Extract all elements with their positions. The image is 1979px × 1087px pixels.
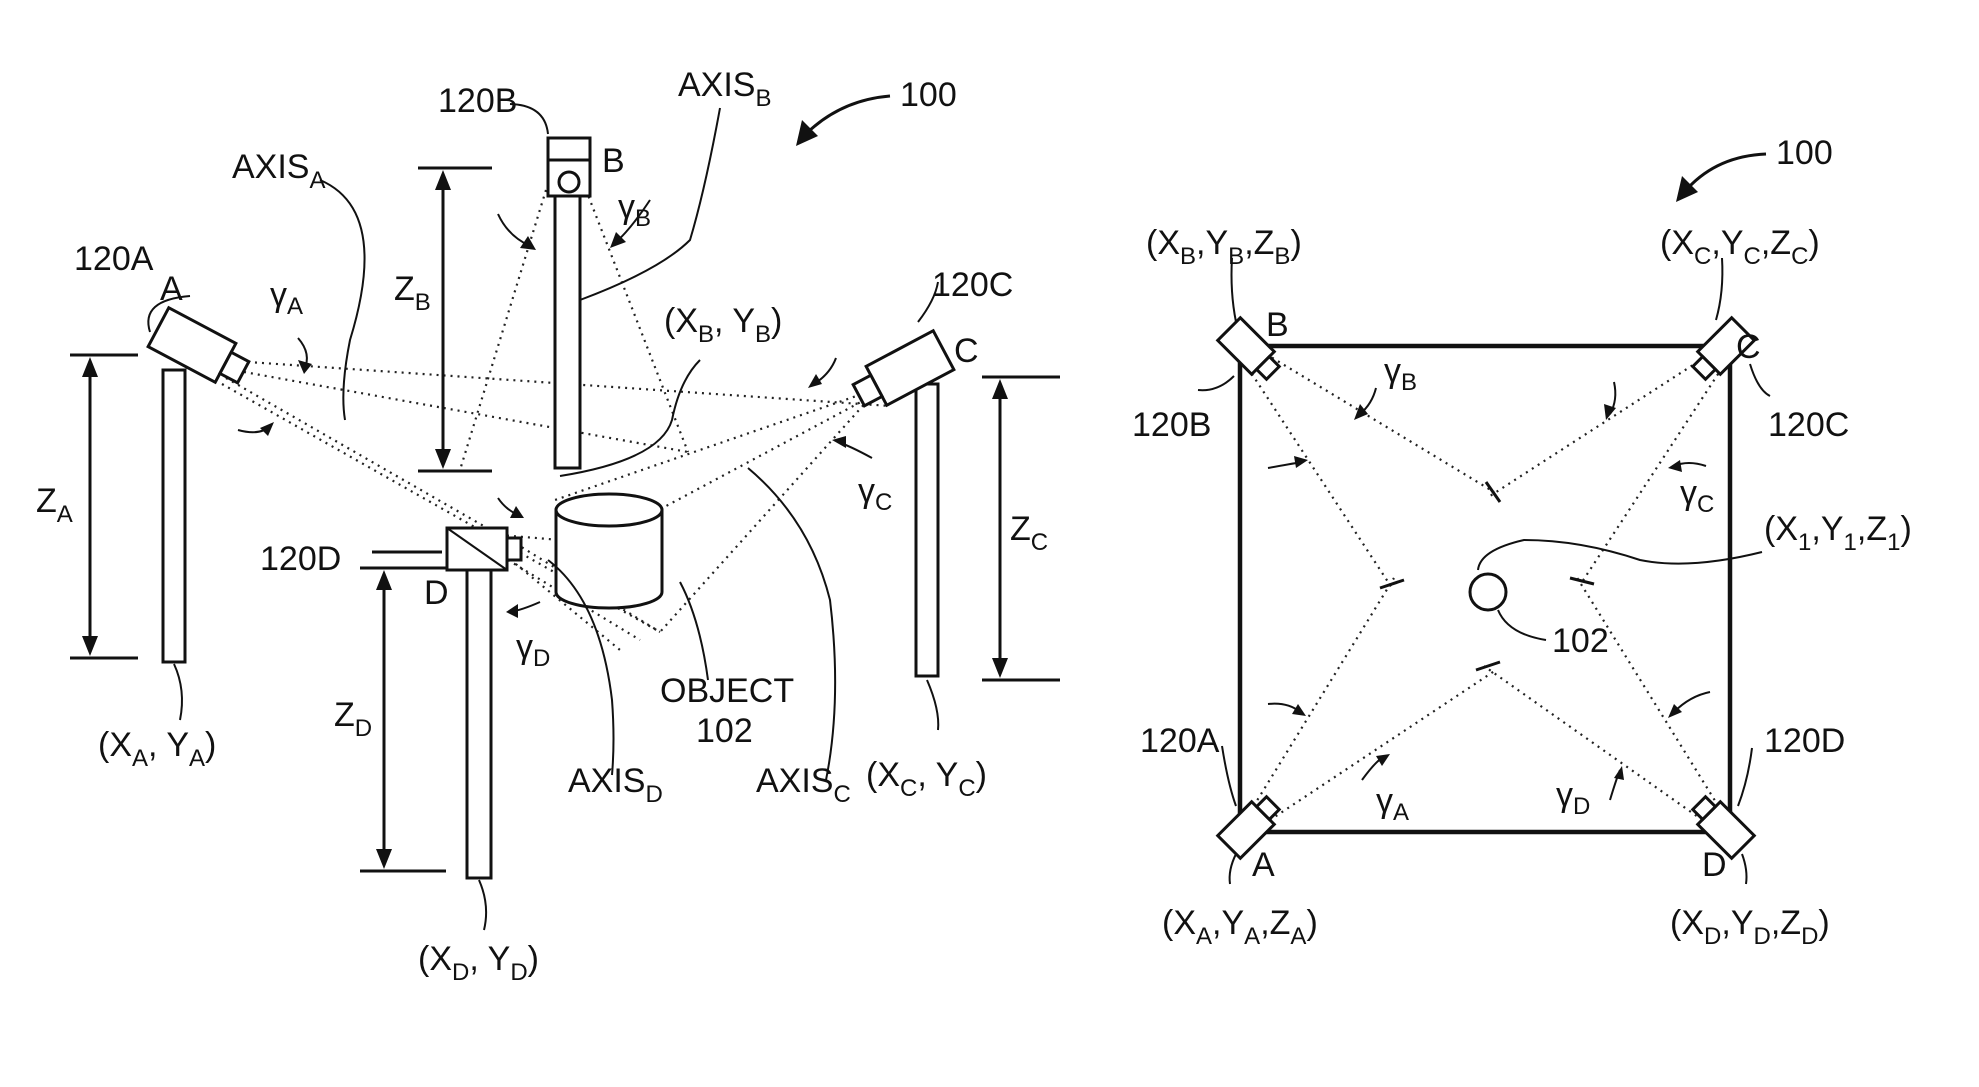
camera-d-pole <box>467 560 491 878</box>
label-x1-y1-z1: (X1,Y1,Z1) <box>1764 510 1912 556</box>
dimension-zb <box>418 168 492 471</box>
label-gamma-a-right: γA <box>1376 782 1409 826</box>
left-perspective-view: 100 <box>36 66 1060 986</box>
label-axis-b: AXISB <box>678 66 772 112</box>
object-102-cylinder <box>556 494 662 608</box>
label-corner-d: D <box>1702 846 1727 884</box>
label-xb-yb: (XB, YB) <box>664 302 782 348</box>
camera-a-pole <box>163 370 185 662</box>
object-102-marker <box>1470 574 1506 610</box>
label-gamma-d-right: γD <box>1556 776 1590 820</box>
left-ref-100-arrowhead <box>796 120 818 146</box>
left-ref-100-arrow <box>808 96 890 132</box>
label-xa-ya-za: (XA,YA,ZA) <box>1162 904 1318 950</box>
label-102-right: 102 <box>1552 622 1609 660</box>
label-corner-b: B <box>1266 306 1289 344</box>
label-gamma-c-right: γC <box>1680 474 1714 518</box>
dimension-za <box>70 355 138 658</box>
leader-lines-left <box>148 104 938 930</box>
label-gamma-b-right: γB <box>1384 352 1417 396</box>
label-gamma-b: γB <box>618 188 651 232</box>
label-xd-yd: (XD, YD) <box>418 940 539 986</box>
label-letter-b: B <box>602 142 625 180</box>
label-z-a: ZA <box>36 482 73 528</box>
label-gamma-d: γD <box>516 628 550 672</box>
label-xc-yc-zc: (XC,YC,ZC) <box>1660 224 1820 270</box>
label-xa-ya: (XA, YA) <box>98 726 216 772</box>
label-xd-yd-zd: (XD,YD,ZD) <box>1670 904 1830 950</box>
label-object-102: 102 <box>696 712 753 750</box>
label-letter-a: A <box>160 270 183 308</box>
label-z-c: ZC <box>1010 510 1048 556</box>
label-xc-yc: (XC, YC) <box>866 756 987 802</box>
label-120d-right: 120D <box>1764 722 1845 760</box>
left-ref-100: 100 <box>900 76 957 114</box>
label-corner-c: C <box>1736 328 1761 366</box>
camera-120b <box>548 138 590 468</box>
label-letter-c: C <box>954 332 979 370</box>
label-object: OBJECT <box>660 672 794 710</box>
label-xb-yb-zb: (XB,YB,ZB) <box>1146 224 1302 270</box>
dimension-zd <box>360 568 446 871</box>
label-gamma-a: γA <box>270 276 303 320</box>
label-z-b: ZB <box>394 270 431 316</box>
right-ref-100: 100 <box>1776 134 1833 172</box>
camera-b-lens <box>559 172 579 192</box>
label-corner-a: A <box>1252 846 1275 884</box>
right-ref-100-arrow <box>1688 154 1766 188</box>
label-120b: 120B <box>438 82 517 120</box>
label-z-d: ZD <box>334 696 372 742</box>
label-120a: 120A <box>74 240 154 278</box>
label-axis-d: AXISD <box>568 762 663 808</box>
label-gamma-c: γC <box>858 472 892 516</box>
leader-lines-right <box>1198 258 1770 884</box>
camera-c-pole <box>916 384 938 676</box>
camera-b-pole <box>555 190 580 468</box>
camera-120a <box>148 308 253 662</box>
label-120a-right: 120A <box>1140 722 1220 760</box>
label-axis-c: AXISC <box>756 762 851 808</box>
right-top-view: 100 <box>1132 134 1912 950</box>
label-letter-d: D <box>424 574 449 612</box>
label-120c: 120C <box>932 266 1013 304</box>
label-120b-right: 120B <box>1132 406 1211 444</box>
label-120d: 120D <box>260 540 341 578</box>
label-axis-a: AXISA <box>232 148 326 194</box>
label-120c-right: 120C <box>1768 406 1849 444</box>
